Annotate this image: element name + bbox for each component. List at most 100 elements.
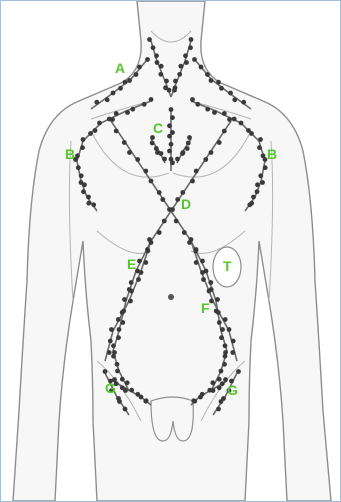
lymph-node <box>169 107 174 112</box>
lymph-node <box>159 64 164 69</box>
lymph-node <box>103 369 108 374</box>
lymph-node <box>122 140 127 145</box>
lymph-node <box>260 180 265 185</box>
lymph-node <box>263 165 268 170</box>
lymph-node <box>137 65 142 70</box>
lymph-node <box>123 388 128 393</box>
lymph-node <box>120 377 125 382</box>
lymph-node <box>134 72 139 77</box>
lymph-node <box>147 237 152 242</box>
lymph-node <box>123 407 128 412</box>
lymph-node <box>187 135 192 140</box>
lymph-node <box>258 173 263 178</box>
lymph-node <box>82 182 87 187</box>
lymph-node <box>255 182 260 187</box>
lymph-node <box>209 78 214 83</box>
label-c: C <box>153 120 163 136</box>
lymph-node <box>151 45 156 50</box>
lymph-node <box>162 219 167 224</box>
lymph-node <box>190 97 195 102</box>
lymph-node <box>200 259 205 264</box>
lymph-node <box>220 381 225 386</box>
lymph-node <box>217 377 222 382</box>
lymph-node <box>81 137 86 142</box>
lymph-node <box>239 121 244 126</box>
lymph-node <box>210 380 215 385</box>
lymph-node <box>167 149 172 154</box>
lymph-node <box>123 80 128 85</box>
lymph-node <box>232 117 237 122</box>
lymph-node <box>208 280 213 285</box>
lymph-node <box>139 270 144 275</box>
lymph-node <box>184 60 189 65</box>
lymph-node <box>109 327 114 332</box>
lymph-node <box>175 157 180 162</box>
lymph-node <box>167 207 172 212</box>
lymph-node <box>215 297 220 302</box>
lymph-node <box>116 317 121 322</box>
lymph-node <box>247 202 252 207</box>
label-e: E <box>127 256 136 272</box>
lymph-node <box>125 110 130 115</box>
lymph-node <box>128 299 133 304</box>
lymph-node <box>157 190 162 195</box>
lymph-node <box>216 407 221 412</box>
lymph-node <box>217 385 222 390</box>
lymph-node <box>191 398 196 403</box>
lymph-node <box>186 141 191 146</box>
lymph-node <box>114 129 119 134</box>
lymph-node <box>231 339 236 344</box>
lymph-node <box>122 297 127 302</box>
lymph-node <box>118 86 123 91</box>
lymph-node <box>216 80 221 85</box>
lymph-node <box>91 202 96 207</box>
lymph-node <box>220 327 225 332</box>
lymph-node <box>194 260 199 265</box>
lymph-node <box>219 335 224 340</box>
lymph-node <box>228 91 233 96</box>
lymph-node <box>149 179 154 184</box>
lymph-node <box>222 111 227 116</box>
lymph-node <box>116 335 121 340</box>
lymph-node <box>203 157 208 162</box>
label-a: A <box>115 60 125 76</box>
lymph-node <box>88 131 93 136</box>
lymph-node <box>167 123 172 128</box>
lymph-node <box>189 37 194 42</box>
lymph-node <box>139 395 144 400</box>
label-t: T <box>223 258 232 274</box>
lymph-node <box>205 72 210 77</box>
lymph-node <box>167 134 172 139</box>
lymph-node <box>127 78 132 83</box>
lymph-node <box>107 350 112 355</box>
lymph-node <box>81 189 86 194</box>
lymph-node <box>117 327 122 332</box>
lymph-node <box>80 145 85 150</box>
lymph-node <box>182 230 187 235</box>
lymph-node <box>232 97 237 102</box>
lymph-node <box>173 79 178 84</box>
lymph-node <box>205 107 210 112</box>
lymph-node <box>177 72 182 77</box>
lymph-node <box>97 121 102 126</box>
lymph-node <box>227 327 232 332</box>
lymph-node <box>257 145 262 150</box>
lymph-node <box>188 45 193 50</box>
lymph-node <box>111 91 116 96</box>
lymph-node <box>255 189 260 194</box>
lymph-node <box>183 53 188 58</box>
lymph-node <box>192 57 197 62</box>
lymph-node <box>223 343 228 348</box>
label-g-right: G <box>227 382 238 398</box>
lymph-node <box>94 100 99 105</box>
lymph-node <box>209 150 214 155</box>
lymph-node <box>130 107 135 112</box>
lymph-node <box>200 270 205 275</box>
lymph-node <box>199 65 204 70</box>
lymph-node <box>194 169 199 174</box>
lymph-node <box>251 195 256 200</box>
lymph-node <box>157 230 162 235</box>
lymph-node <box>209 299 214 304</box>
